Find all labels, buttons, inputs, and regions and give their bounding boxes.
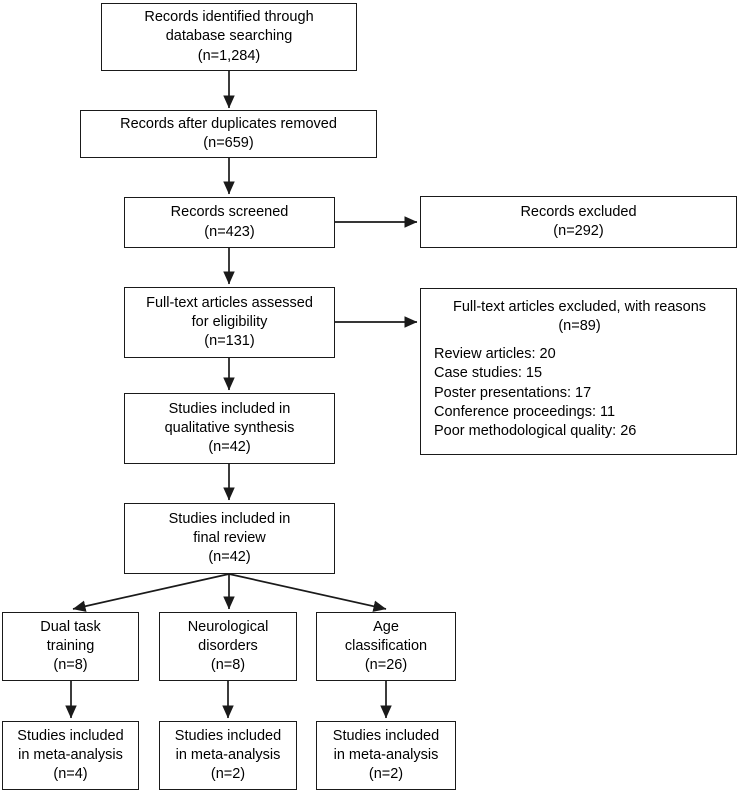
- node-records-screened: Records screened (n=423): [124, 197, 335, 248]
- node-line: (n=2): [210, 766, 246, 783]
- node-line: (n=1,284): [197, 47, 261, 64]
- node-line: final review: [193, 529, 266, 546]
- node-line: for eligibility: [191, 313, 268, 330]
- exclusion-reason-list: Review articles: 20 Case studies: 15 Pos…: [434, 345, 725, 441]
- node-line: (n=659): [203, 135, 254, 151]
- exclusion-heading: Full-text articles excluded, with reason…: [452, 299, 707, 315]
- node-studies-qualitative-synthesis: Studies included in qualitative synthesi…: [124, 393, 335, 464]
- exclusion-reason-item: Review articles: 20: [434, 346, 556, 363]
- node-line: (n=8): [53, 657, 88, 674]
- node-records-identified: Records identified through database sear…: [101, 3, 357, 71]
- node-studies-final-review: Studies included in final review (n=42): [124, 503, 335, 574]
- node-line: (n=4): [53, 766, 88, 783]
- arrow-final-to-dual-task: [72, 573, 230, 612]
- node-line: Dual task: [40, 618, 101, 635]
- node-line: (n=42): [208, 439, 251, 456]
- node-line: (n=42): [208, 549, 251, 566]
- node-line: disorders: [198, 637, 258, 654]
- node-line: Studies included: [332, 727, 440, 744]
- node-line: (n=292): [553, 223, 604, 239]
- node-line: Studies included: [17, 727, 124, 744]
- node-records-after-duplicates-removed: Records after duplicates removed (n=659): [80, 110, 377, 158]
- node-line: Studies included in: [168, 400, 291, 417]
- arrow-final-to-age: [228, 573, 387, 612]
- node-line: (n=131): [204, 333, 255, 350]
- node-fulltext-articles-excluded-with-reasons: Full-text articles excluded, with reason…: [420, 288, 737, 455]
- node-line: Records identified through: [144, 9, 314, 26]
- node-line: Age: [373, 618, 399, 635]
- node-records-excluded: Records excluded (n=292): [420, 196, 737, 248]
- exclusion-count: (n=89): [558, 318, 601, 335]
- node-line: (n=8): [210, 657, 246, 674]
- exclusion-reason-item: Conference proceedings: 11: [434, 403, 616, 420]
- node-meta-analysis-dual-task: Studies included in meta-analysis (n=4): [2, 721, 139, 790]
- node-age-classification: Age classification (n=26): [316, 612, 456, 681]
- node-line: Records after duplicates removed: [120, 115, 337, 132]
- node-line: database searching: [165, 28, 293, 45]
- node-meta-analysis-age: Studies included in meta-analysis (n=2): [316, 721, 456, 790]
- node-line: (n=26): [364, 657, 408, 674]
- node-meta-analysis-neurological: Studies included in meta-analysis (n=2): [159, 721, 297, 790]
- node-line: classification: [344, 637, 428, 654]
- node-line: qualitative synthesis: [164, 419, 295, 436]
- node-line: Records screened: [170, 204, 289, 221]
- node-line: training: [46, 637, 95, 654]
- node-line: Studies included: [174, 727, 282, 744]
- node-line: in meta-analysis: [175, 746, 281, 763]
- node-line: Records excluded: [520, 203, 637, 220]
- node-line: Studies included in: [168, 510, 291, 527]
- node-line: in meta-analysis: [18, 746, 123, 763]
- node-line: (n=423): [204, 223, 255, 240]
- exclusion-reason-item: Poor methodological quality: 26: [434, 422, 637, 439]
- node-line: Full-text articles assessed: [146, 294, 313, 311]
- exclusion-reason-item: Poster presentations: 17: [434, 384, 592, 401]
- node-line: in meta-analysis: [333, 746, 439, 763]
- node-fulltext-articles-assessed: Full-text articles assessed for eligibil…: [124, 287, 335, 358]
- exclusion-reason-item: Case studies: 15: [434, 365, 543, 382]
- node-dual-task-training: Dual task training (n=8): [2, 612, 139, 681]
- node-line: Neurological: [187, 618, 269, 635]
- node-neurological-disorders: Neurological disorders (n=8): [159, 612, 297, 681]
- node-line: (n=2): [368, 766, 404, 783]
